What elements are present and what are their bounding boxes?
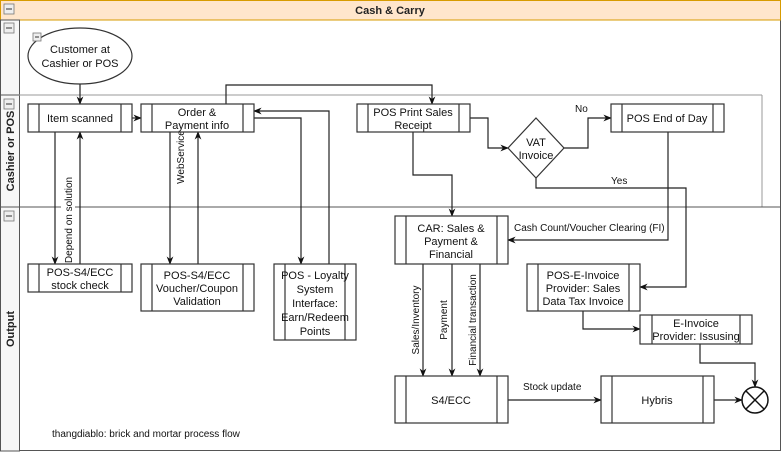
process-end-of-day[interactable]: POS End of Day xyxy=(610,103,725,133)
edge xyxy=(582,311,641,333)
edges xyxy=(51,84,759,404)
edge-label-cash-count: Cash Count/Voucher Clearing (FI) xyxy=(514,223,665,234)
pool-title: Cash & Carry xyxy=(355,5,426,17)
svg-text:CAR: Sales &Payment &Financial: CAR: Sales &Payment &Financial xyxy=(417,223,485,261)
svg-text:POS End of Day: POS End of Day xyxy=(627,113,708,125)
edge-label-sales-inventory: Sales/Inventory xyxy=(411,286,422,355)
edge-label-payment: Payment xyxy=(439,300,450,340)
edge-label-no: No xyxy=(575,104,588,115)
svg-text:Item scanned: Item scanned xyxy=(47,113,113,125)
edge xyxy=(225,84,436,105)
process-order-payment[interactable]: Order &Payment info xyxy=(140,103,255,133)
process-car[interactable]: CAR: Sales &Payment &Financial xyxy=(394,215,509,265)
edge xyxy=(699,344,759,388)
edge-label-financial: Financial transaction xyxy=(468,274,479,366)
svg-text:S4/ECC: S4/ECC xyxy=(431,395,471,407)
edge xyxy=(535,178,687,291)
svg-text:Order &Payment info: Order &Payment info xyxy=(165,107,229,132)
edge xyxy=(253,107,330,264)
pool-header xyxy=(0,0,781,21)
edge xyxy=(564,114,612,149)
collapse-icon[interactable] xyxy=(3,98,15,110)
svg-text:Hybris: Hybris xyxy=(641,395,673,407)
process-hybris[interactable]: Hybris xyxy=(600,375,715,424)
process-s4ecc[interactable]: S4/ECC xyxy=(394,375,509,424)
lane-label-cashier: Cashier or POS xyxy=(5,111,17,192)
lane-label-output: Output xyxy=(5,311,17,347)
edge xyxy=(412,132,456,217)
edge-label-stock-update: Stock update xyxy=(523,382,582,393)
edge-label-webservice: WebService xyxy=(176,130,187,184)
collapse-icon[interactable] xyxy=(32,32,42,42)
edge-label-depend: Depend on solution xyxy=(64,177,75,263)
edge xyxy=(507,132,669,244)
collapse-icon[interactable] xyxy=(3,210,15,222)
end-event-icon xyxy=(741,386,769,414)
edge xyxy=(470,117,509,152)
process-item-scanned[interactable]: Item scanned xyxy=(27,103,133,133)
edge xyxy=(254,117,305,265)
edge-label-yes: Yes xyxy=(611,176,627,187)
collapse-icon[interactable] xyxy=(3,22,15,34)
footnote: thangdiablo: brick and mortar process fl… xyxy=(52,429,241,440)
